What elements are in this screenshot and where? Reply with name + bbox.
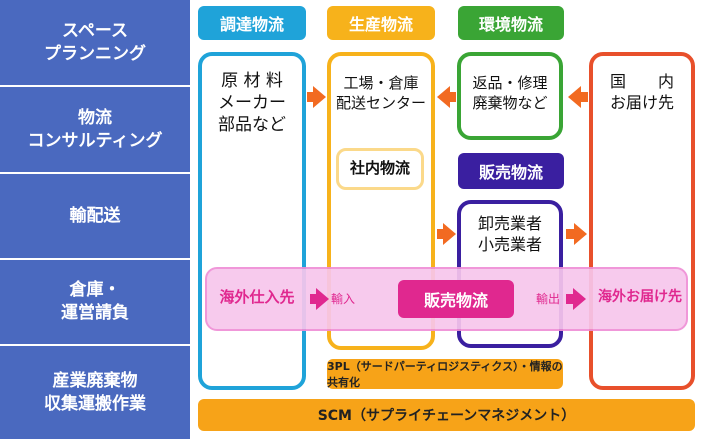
internal-logistics-box: 社内物流 xyxy=(336,148,424,190)
arrow-left-icon xyxy=(437,86,450,108)
factory-text: 工場・倉庫 配送センター xyxy=(335,74,426,112)
arrow-procurement-to-factory-stem xyxy=(307,92,314,102)
tag-production: 生産物流 xyxy=(327,6,435,40)
production-column xyxy=(327,52,435,350)
tag-procurement: 調達物流 xyxy=(198,6,306,40)
domestic-column xyxy=(589,52,695,390)
arrow-left-icon xyxy=(568,86,581,108)
materials-text: 原 材 料 メーカー 部品など xyxy=(218,71,286,136)
tpl-bar: 3PL（サードパーティロジスティクス）・情報の共有化 xyxy=(327,359,563,389)
environment-box xyxy=(457,52,563,140)
category-warehouse-operation: 倉庫・ 運営請負 xyxy=(0,260,190,346)
arrow-domestic-to-returns-stem xyxy=(580,92,588,102)
arrow-right-icon xyxy=(313,86,326,108)
tag-environment: 環境物流 xyxy=(458,6,564,40)
scm-bar: SCM（サプライチェーンマネジメント） xyxy=(198,399,695,431)
overseas-destination-label: 海外お届け先 xyxy=(598,289,682,305)
arrow-factory-to-sales-stem xyxy=(437,229,443,239)
arrow-right-icon xyxy=(443,223,456,245)
category-transport: 輸配送 xyxy=(0,174,190,260)
arrow-right-icon xyxy=(316,288,329,310)
category-industrial-waste: 産業廃棄物 収集運搬作業 xyxy=(0,346,190,439)
domestic-text: 国 内 お届け先 xyxy=(609,72,674,112)
arrow-right-icon xyxy=(574,223,587,245)
procurement-column xyxy=(198,52,306,390)
tag-sales: 販売物流 xyxy=(458,153,564,189)
wholesale-text: 卸売業者 小売業者 xyxy=(477,214,542,254)
import-arrow-stem xyxy=(310,294,317,304)
returns-text: 返品・修理 廃棄物など xyxy=(472,74,548,112)
arrow-returns-to-factory-stem xyxy=(449,92,456,102)
export-arrow-stem xyxy=(566,294,574,304)
export-label: 輸出 xyxy=(536,292,561,306)
sales-overseas-tag: 販売物流 xyxy=(398,280,514,318)
category-space-planning: スペース プランニング xyxy=(0,0,190,87)
import-label: 輸入 xyxy=(331,292,356,306)
arrow-right-icon xyxy=(573,288,586,310)
category-logistics-consulting: 物流 コンサルティング xyxy=(0,87,190,174)
arrow-sales-to-domestic-stem xyxy=(566,229,574,239)
overseas-source-label: 海外仕入先 xyxy=(219,288,295,306)
